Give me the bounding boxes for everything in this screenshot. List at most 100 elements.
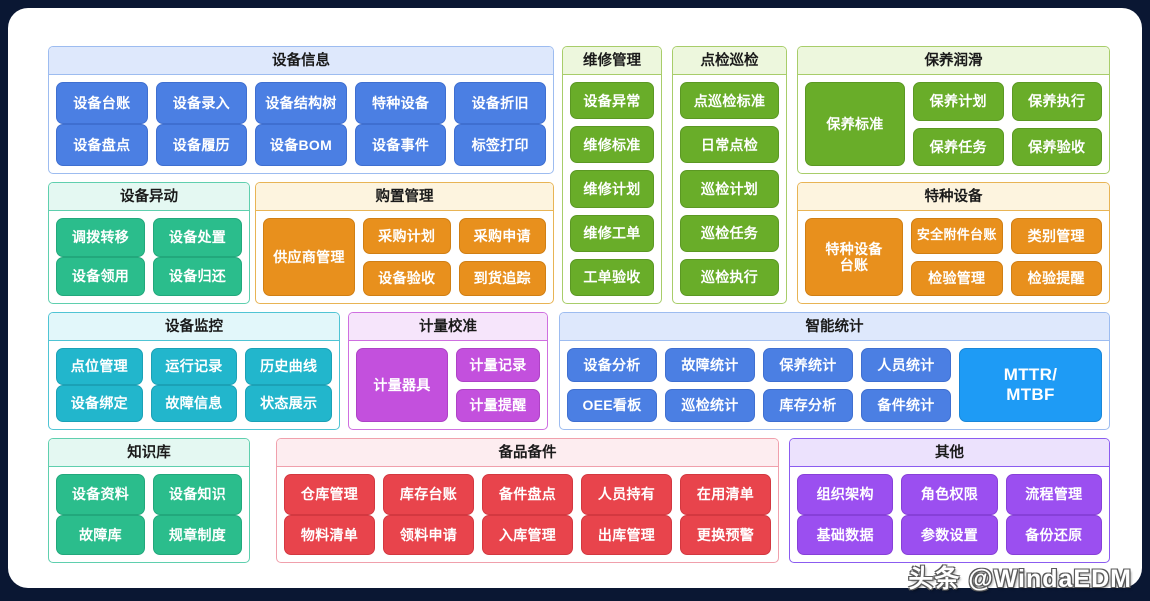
button-row: OEE看板 巡检统计 库存分析 备件统计 [567, 388, 951, 422]
card-body-special-equipment: 特种设备 台账 安全附件台账 类别管理 检验管理 检验提醒 [798, 212, 1109, 303]
btn-basic-data[interactable]: 基础数据 [797, 514, 894, 555]
btn-equipment-bom[interactable]: 设备BOM [255, 124, 347, 166]
btn-metrology-record[interactable]: 计量记录 [456, 348, 540, 382]
btn-role-permission[interactable]: 角色权限 [901, 474, 998, 515]
btn-maintenance-task[interactable]: 保养任务 [913, 127, 1004, 166]
card-maintenance-lubrication: 保养润滑 保养标准 保养计划 保养执行 保养任务 保养验收 [797, 46, 1110, 174]
btn-equipment-knowledge[interactable]: 设备知识 [153, 474, 242, 515]
btn-equipment-abnormal[interactable]: 设备异常 [570, 82, 654, 120]
btn-inventory-analysis[interactable]: 库存分析 [763, 388, 853, 422]
btn-daily-inspection[interactable]: 日常点检 [680, 126, 779, 164]
btn-operation-record[interactable]: 运行记录 [150, 348, 238, 385]
btn-in-use-list[interactable]: 在用清单 [680, 474, 771, 515]
btn-equipment-documents[interactable]: 设备资料 [56, 474, 145, 515]
card-title-inspection-patrol: 点检巡检 [673, 47, 786, 75]
btn-metrology-reminder[interactable]: 计量提醒 [456, 388, 540, 422]
btn-repair-plan[interactable]: 维修计划 [570, 170, 654, 208]
card-equipment-monitoring: 设备监控 点位管理 运行记录 历史曲线 设备绑定 故障信息 状态展示 [48, 312, 340, 430]
btn-purchase-request[interactable]: 采购申请 [458, 218, 546, 254]
btn-equipment-return[interactable]: 设备归还 [153, 257, 242, 296]
btn-equipment-structure-tree[interactable]: 设备结构树 [255, 82, 347, 124]
btn-rules-regulations[interactable]: 规章制度 [153, 514, 242, 555]
btn-work-order-acceptance[interactable]: 工单验收 [570, 258, 654, 297]
btn-equipment-history[interactable]: 设备履历 [155, 124, 248, 166]
btn-parameter-settings[interactable]: 参数设置 [901, 514, 998, 555]
btn-fault-statistics[interactable]: 故障统计 [665, 348, 755, 382]
btn-inspection-reminder[interactable]: 检验提醒 [1010, 260, 1102, 296]
btn-replacement-alert[interactable]: 更换预警 [680, 514, 771, 555]
btn-label-print[interactable]: 标签打印 [454, 124, 546, 166]
btn-patrol-execution[interactable]: 巡检执行 [680, 258, 779, 297]
button-row: 安全附件台账 类别管理 [911, 218, 1102, 254]
button-row: 设备验收 到货追踪 [363, 260, 546, 296]
card-repair-management: 维修管理 设备异常 维修标准 维修计划 维修工单 工单验收 [562, 46, 662, 304]
btn-status-display[interactable]: 状态展示 [245, 385, 333, 422]
btn-patrol-task[interactable]: 巡检任务 [680, 214, 779, 252]
btn-mttr-mtbf[interactable]: MTTR/ MTBF [959, 348, 1102, 422]
btn-maintenance-acceptance[interactable]: 保养验收 [1011, 127, 1102, 166]
btn-repair-standard[interactable]: 维修标准 [570, 126, 654, 164]
button-row: 设备台账 设备录入 设备结构树 特种设备 设备折旧 [56, 82, 546, 124]
button-row: 设备绑定 故障信息 状态展示 [56, 385, 333, 422]
btn-equipment-ledger[interactable]: 设备台账 [56, 82, 148, 124]
btn-equipment-binding[interactable]: 设备绑定 [56, 385, 143, 422]
btn-supplier-management[interactable]: 供应商管理 [263, 218, 355, 296]
button-stack: 采购计划 采购申请 设备验收 到货追踪 [363, 218, 546, 296]
btn-special-equipment[interactable]: 特种设备 [354, 82, 447, 124]
btn-equipment-event[interactable]: 设备事件 [354, 124, 447, 166]
btn-equipment-acceptance[interactable]: 设备验收 [363, 260, 451, 296]
btn-material-requisition[interactable]: 领料申请 [383, 514, 474, 555]
btn-maintenance-statistics[interactable]: 保养统计 [763, 348, 853, 382]
btn-patrol-statistics[interactable]: 巡检统计 [665, 388, 755, 422]
button-row: 物料清单 领料申请 入库管理 出库管理 更换预警 [284, 514, 771, 555]
btn-repair-work-order[interactable]: 维修工单 [570, 214, 654, 252]
btn-patrol-plan[interactable]: 巡检计划 [680, 170, 779, 208]
btn-personnel-statistics[interactable]: 人员统计 [861, 348, 951, 382]
btn-spare-part-stocktaking[interactable]: 备件盘点 [482, 474, 573, 515]
btn-inspection-management[interactable]: 检验管理 [911, 260, 1003, 296]
btn-category-management[interactable]: 类别管理 [1010, 218, 1102, 254]
card-title-purchase-management: 购置管理 [256, 183, 553, 211]
btn-material-list[interactable]: 物料清单 [284, 514, 375, 555]
btn-measuring-instrument[interactable]: 计量器具 [356, 348, 448, 422]
btn-equipment-entry[interactable]: 设备录入 [155, 82, 248, 124]
btn-organization-structure[interactable]: 组织架构 [797, 474, 894, 515]
btn-equipment-stocktaking[interactable]: 设备盘点 [56, 124, 148, 166]
btn-warehouse-management[interactable]: 仓库管理 [284, 474, 375, 515]
card-body-equipment-info: 设备台账 设备录入 设备结构树 特种设备 设备折旧 设备盘点 设备履历 设备BO… [49, 76, 553, 173]
btn-safety-accessory-ledger[interactable]: 安全附件台账 [911, 218, 1003, 254]
button-row: 调拨转移 设备处置 [56, 218, 242, 257]
btn-history-curve[interactable]: 历史曲线 [245, 348, 333, 385]
btn-process-management[interactable]: 流程管理 [1005, 474, 1102, 515]
btn-equipment-disposal[interactable]: 设备处置 [153, 218, 242, 257]
btn-point-management[interactable]: 点位管理 [56, 348, 143, 385]
btn-spare-part-statistics[interactable]: 备件统计 [861, 388, 951, 422]
btn-special-equipment-ledger[interactable]: 特种设备 台账 [805, 218, 903, 296]
btn-purchase-plan[interactable]: 采购计划 [363, 218, 451, 254]
btn-backup-restore[interactable]: 备份还原 [1005, 514, 1102, 555]
btn-transfer-relocation[interactable]: 调拨转移 [56, 218, 145, 257]
btn-maintenance-execution[interactable]: 保养执行 [1011, 82, 1102, 121]
btn-maintenance-standard[interactable]: 保养标准 [805, 82, 905, 166]
btn-arrival-tracking[interactable]: 到货追踪 [458, 260, 546, 296]
btn-maintenance-plan[interactable]: 保养计划 [913, 82, 1004, 121]
btn-personnel-holding[interactable]: 人员持有 [581, 474, 672, 515]
card-body-others: 组织架构 角色权限 流程管理 基础数据 参数设置 备份还原 [790, 468, 1109, 562]
btn-equipment-depreciation[interactable]: 设备折旧 [454, 82, 546, 124]
button-row: 基础数据 参数设置 备份还原 [797, 514, 1102, 555]
btn-fault-information[interactable]: 故障信息 [150, 385, 238, 422]
btn-inbound-management[interactable]: 入库管理 [482, 514, 573, 555]
btn-outbound-management[interactable]: 出库管理 [581, 514, 672, 555]
btn-inventory-ledger[interactable]: 库存台账 [383, 474, 474, 515]
card-inspection-patrol: 点检巡检 点巡检标准 日常点检 巡检计划 巡检任务 巡检执行 [672, 46, 787, 304]
btn-fault-library[interactable]: 故障库 [56, 514, 145, 555]
button-row: 设备资料 设备知识 [56, 474, 242, 515]
btn-inspection-standard[interactable]: 点巡检标准 [680, 82, 779, 120]
card-title-special-equipment: 特种设备 [798, 183, 1109, 211]
card-title-repair-management: 维修管理 [563, 47, 661, 75]
btn-equipment-analysis[interactable]: 设备分析 [567, 348, 657, 382]
btn-equipment-requisition[interactable]: 设备领用 [56, 257, 145, 296]
button-row: 设备盘点 设备履历 设备BOM 设备事件 标签打印 [56, 124, 546, 166]
btn-oee-board[interactable]: OEE看板 [567, 388, 657, 422]
card-spare-parts: 备品备件 仓库管理 库存台账 备件盘点 人员持有 在用清单 物料清单 领料申请 … [276, 438, 779, 563]
